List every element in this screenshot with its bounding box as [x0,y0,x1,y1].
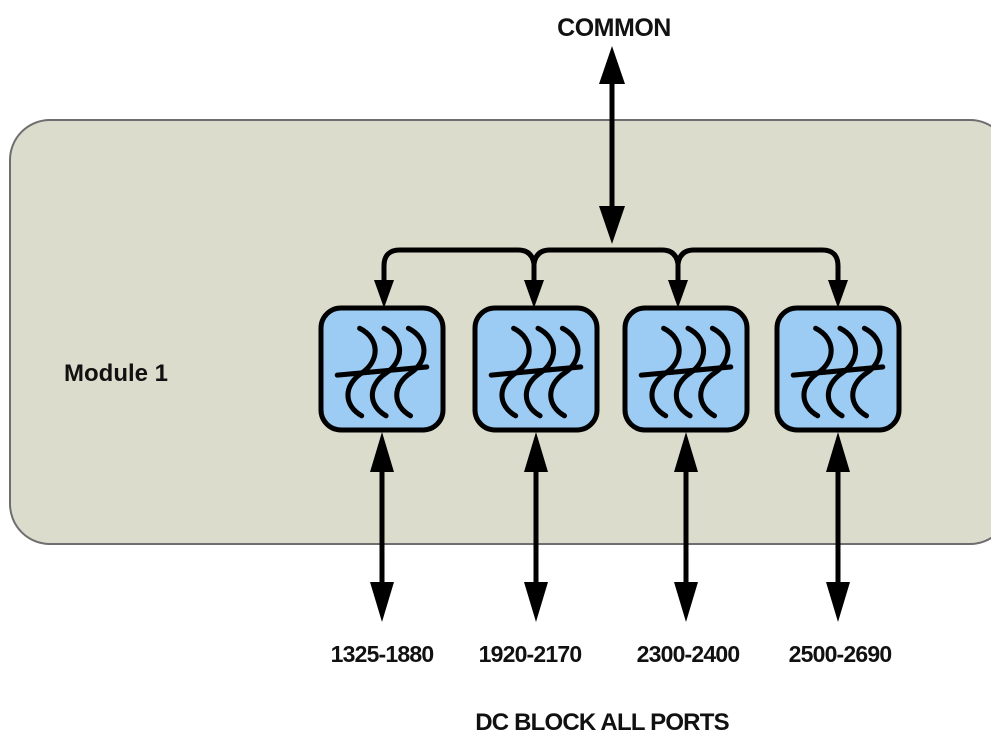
band-label: 2300-2400 [637,641,740,667]
common-port-label: COMMON [557,14,671,42]
band-label: 1920-2170 [479,641,582,667]
filter-block: 1920-2170 [472,305,600,667]
filter-block: 2300-2400 [622,305,750,667]
module-label: Module 1 [64,360,168,387]
band-label: 2500-2690 [789,641,892,667]
port-arrow [674,432,698,622]
bus-arrowheads [374,280,848,308]
port-arrow [524,432,548,622]
port-arrow [826,432,850,622]
port-arrow [370,432,394,622]
filter-block: 1325-1880 [318,305,446,667]
common-arrow [599,46,625,244]
filter-block: 2500-2690 [774,305,902,667]
dc-block-note: DC BLOCK ALL PORTS [475,709,729,734]
band-label: 1325-1880 [331,641,434,667]
